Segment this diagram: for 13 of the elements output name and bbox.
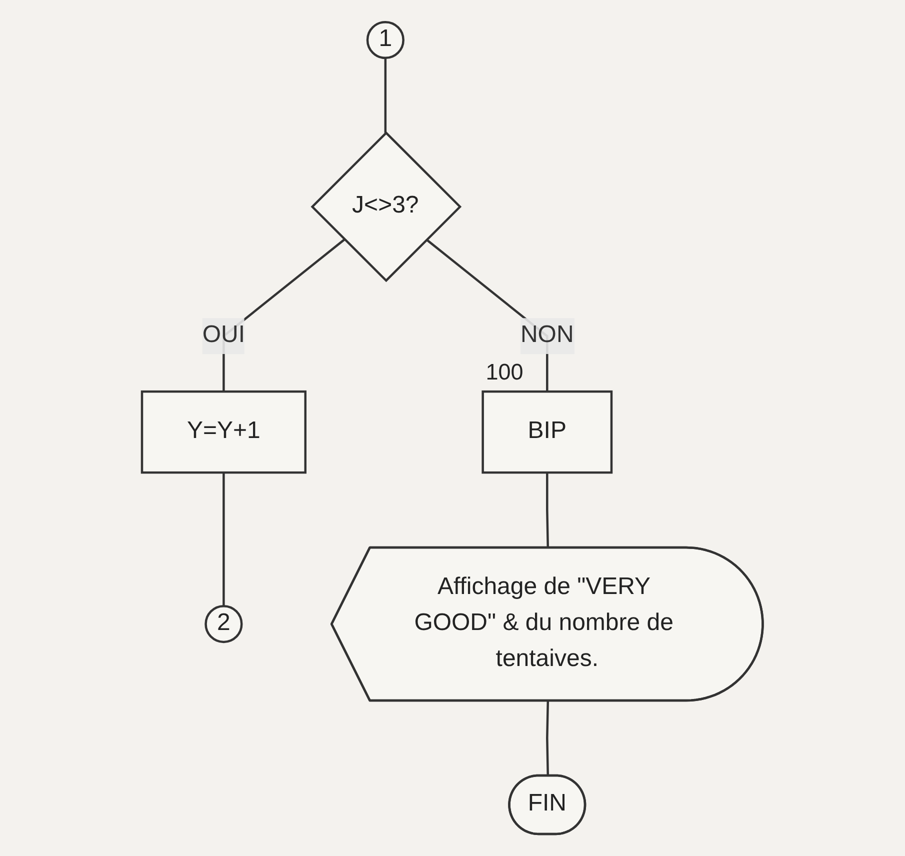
- connector: [222, 472, 225, 606]
- node-box: [482, 390, 613, 474]
- node-circle: [204, 604, 243, 644]
- flowchart: OUI NON 1 J<>3? Y=Y+1 2 BIP Affichage de "VERY GOOD" & du nombre de tentaives. FIN 100: [130, 10, 775, 846]
- node-box: [141, 390, 307, 474]
- connector: [384, 58, 387, 133]
- node-diamond: [310, 131, 462, 282]
- connector: [546, 472, 550, 548]
- line-number: 100: [486, 360, 524, 385]
- node-circle: [366, 20, 405, 60]
- edge-label: OUI: [202, 322, 246, 348]
- edge-label: NON: [520, 322, 574, 348]
- connector: [546, 701, 550, 776]
